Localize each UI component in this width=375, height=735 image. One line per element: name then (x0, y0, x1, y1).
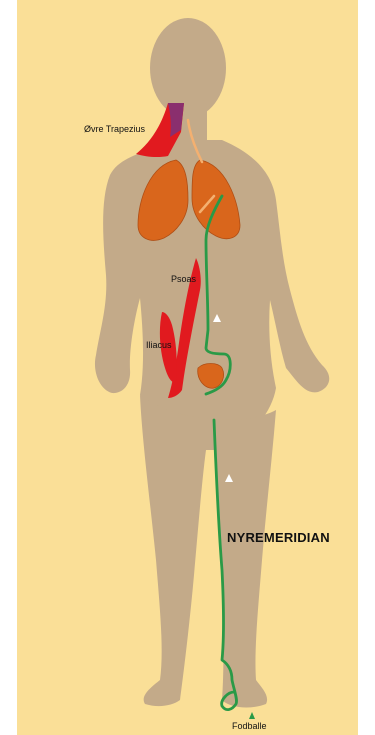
label-meridian: NYREMERIDIAN (227, 531, 330, 544)
label-foot-ball: Fodballe (232, 722, 267, 731)
label-psoas: Psoas (171, 275, 196, 284)
label-iliacus: Iliacus (146, 341, 172, 350)
label-upper-trapezius: Øvre Trapezius (84, 125, 145, 134)
